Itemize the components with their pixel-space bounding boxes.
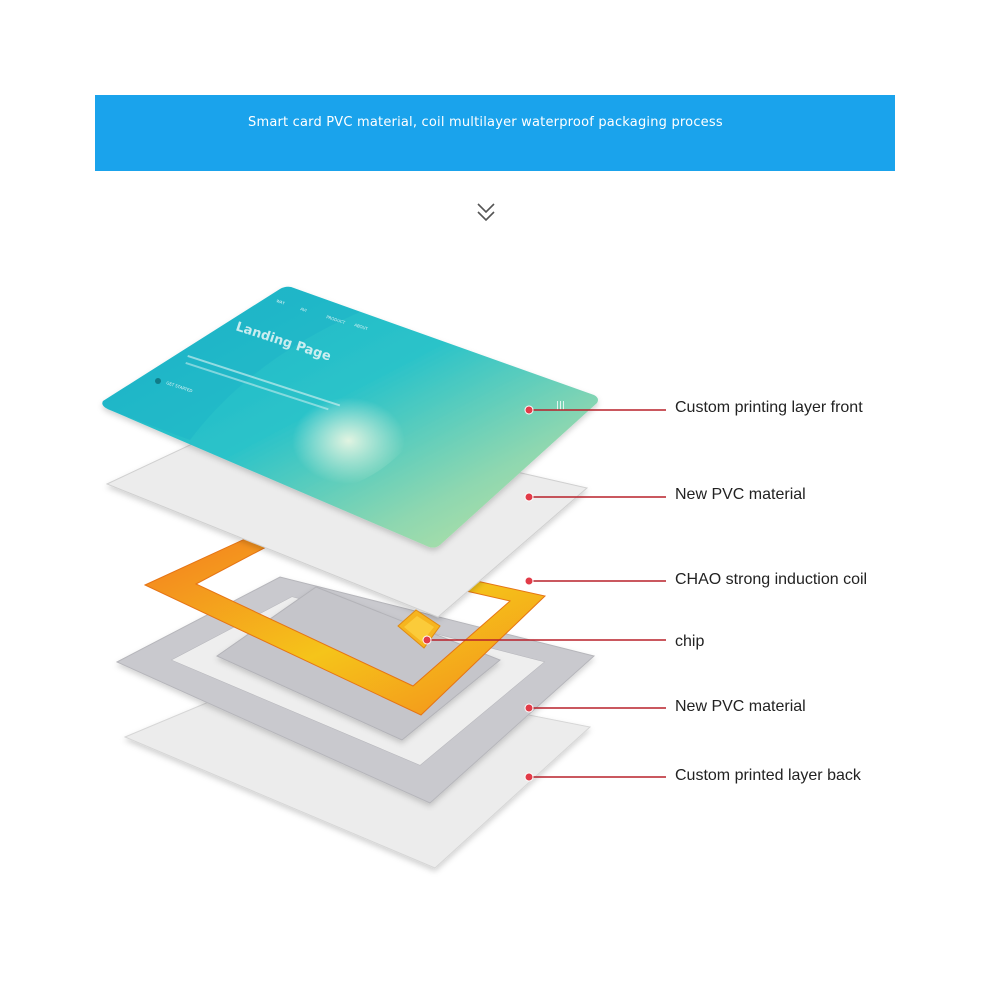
- card-nav-item-2: AVI: [300, 306, 308, 313]
- leader-lines: [427, 409, 666, 778]
- leader-dots: [422, 405, 534, 782]
- layer-label-front: Custom printing layer front: [675, 399, 863, 416]
- leader-dot-chip: [422, 635, 432, 645]
- leader-dot-front: [524, 405, 534, 415]
- title-banner: Smart card PVC material, coil multilayer…: [95, 95, 895, 171]
- layer-label-pvc-2: New PVC material: [675, 698, 806, 715]
- card-nav-item-4: ABOUT: [354, 322, 369, 331]
- leader-dot-pvc-2: [524, 703, 534, 713]
- leader-dot-back: [524, 772, 534, 782]
- card-nav-item-1: WAY: [276, 298, 286, 306]
- layer-label-coil: CHAO strong induction coil: [675, 571, 868, 588]
- layer-label-back: Custom printed layer back: [675, 767, 861, 784]
- double-chevron-down-icon[interactable]: [475, 200, 497, 224]
- front-printed-card: Landing Page WAY AVI PRODUCT ABOUT GET S…: [102, 286, 599, 548]
- layer-label-chip: chip: [675, 633, 705, 650]
- banner-title: Smart card PVC material, coil multilayer…: [248, 115, 723, 130]
- card-corner-mark: |||: [556, 401, 565, 411]
- layer-label-pvc-1: New PVC material: [675, 486, 806, 503]
- leader-dot-coil: [524, 576, 534, 586]
- leader-dot-pvc-1: [524, 492, 534, 502]
- card-nav-item-3: PRODUCT: [326, 314, 347, 325]
